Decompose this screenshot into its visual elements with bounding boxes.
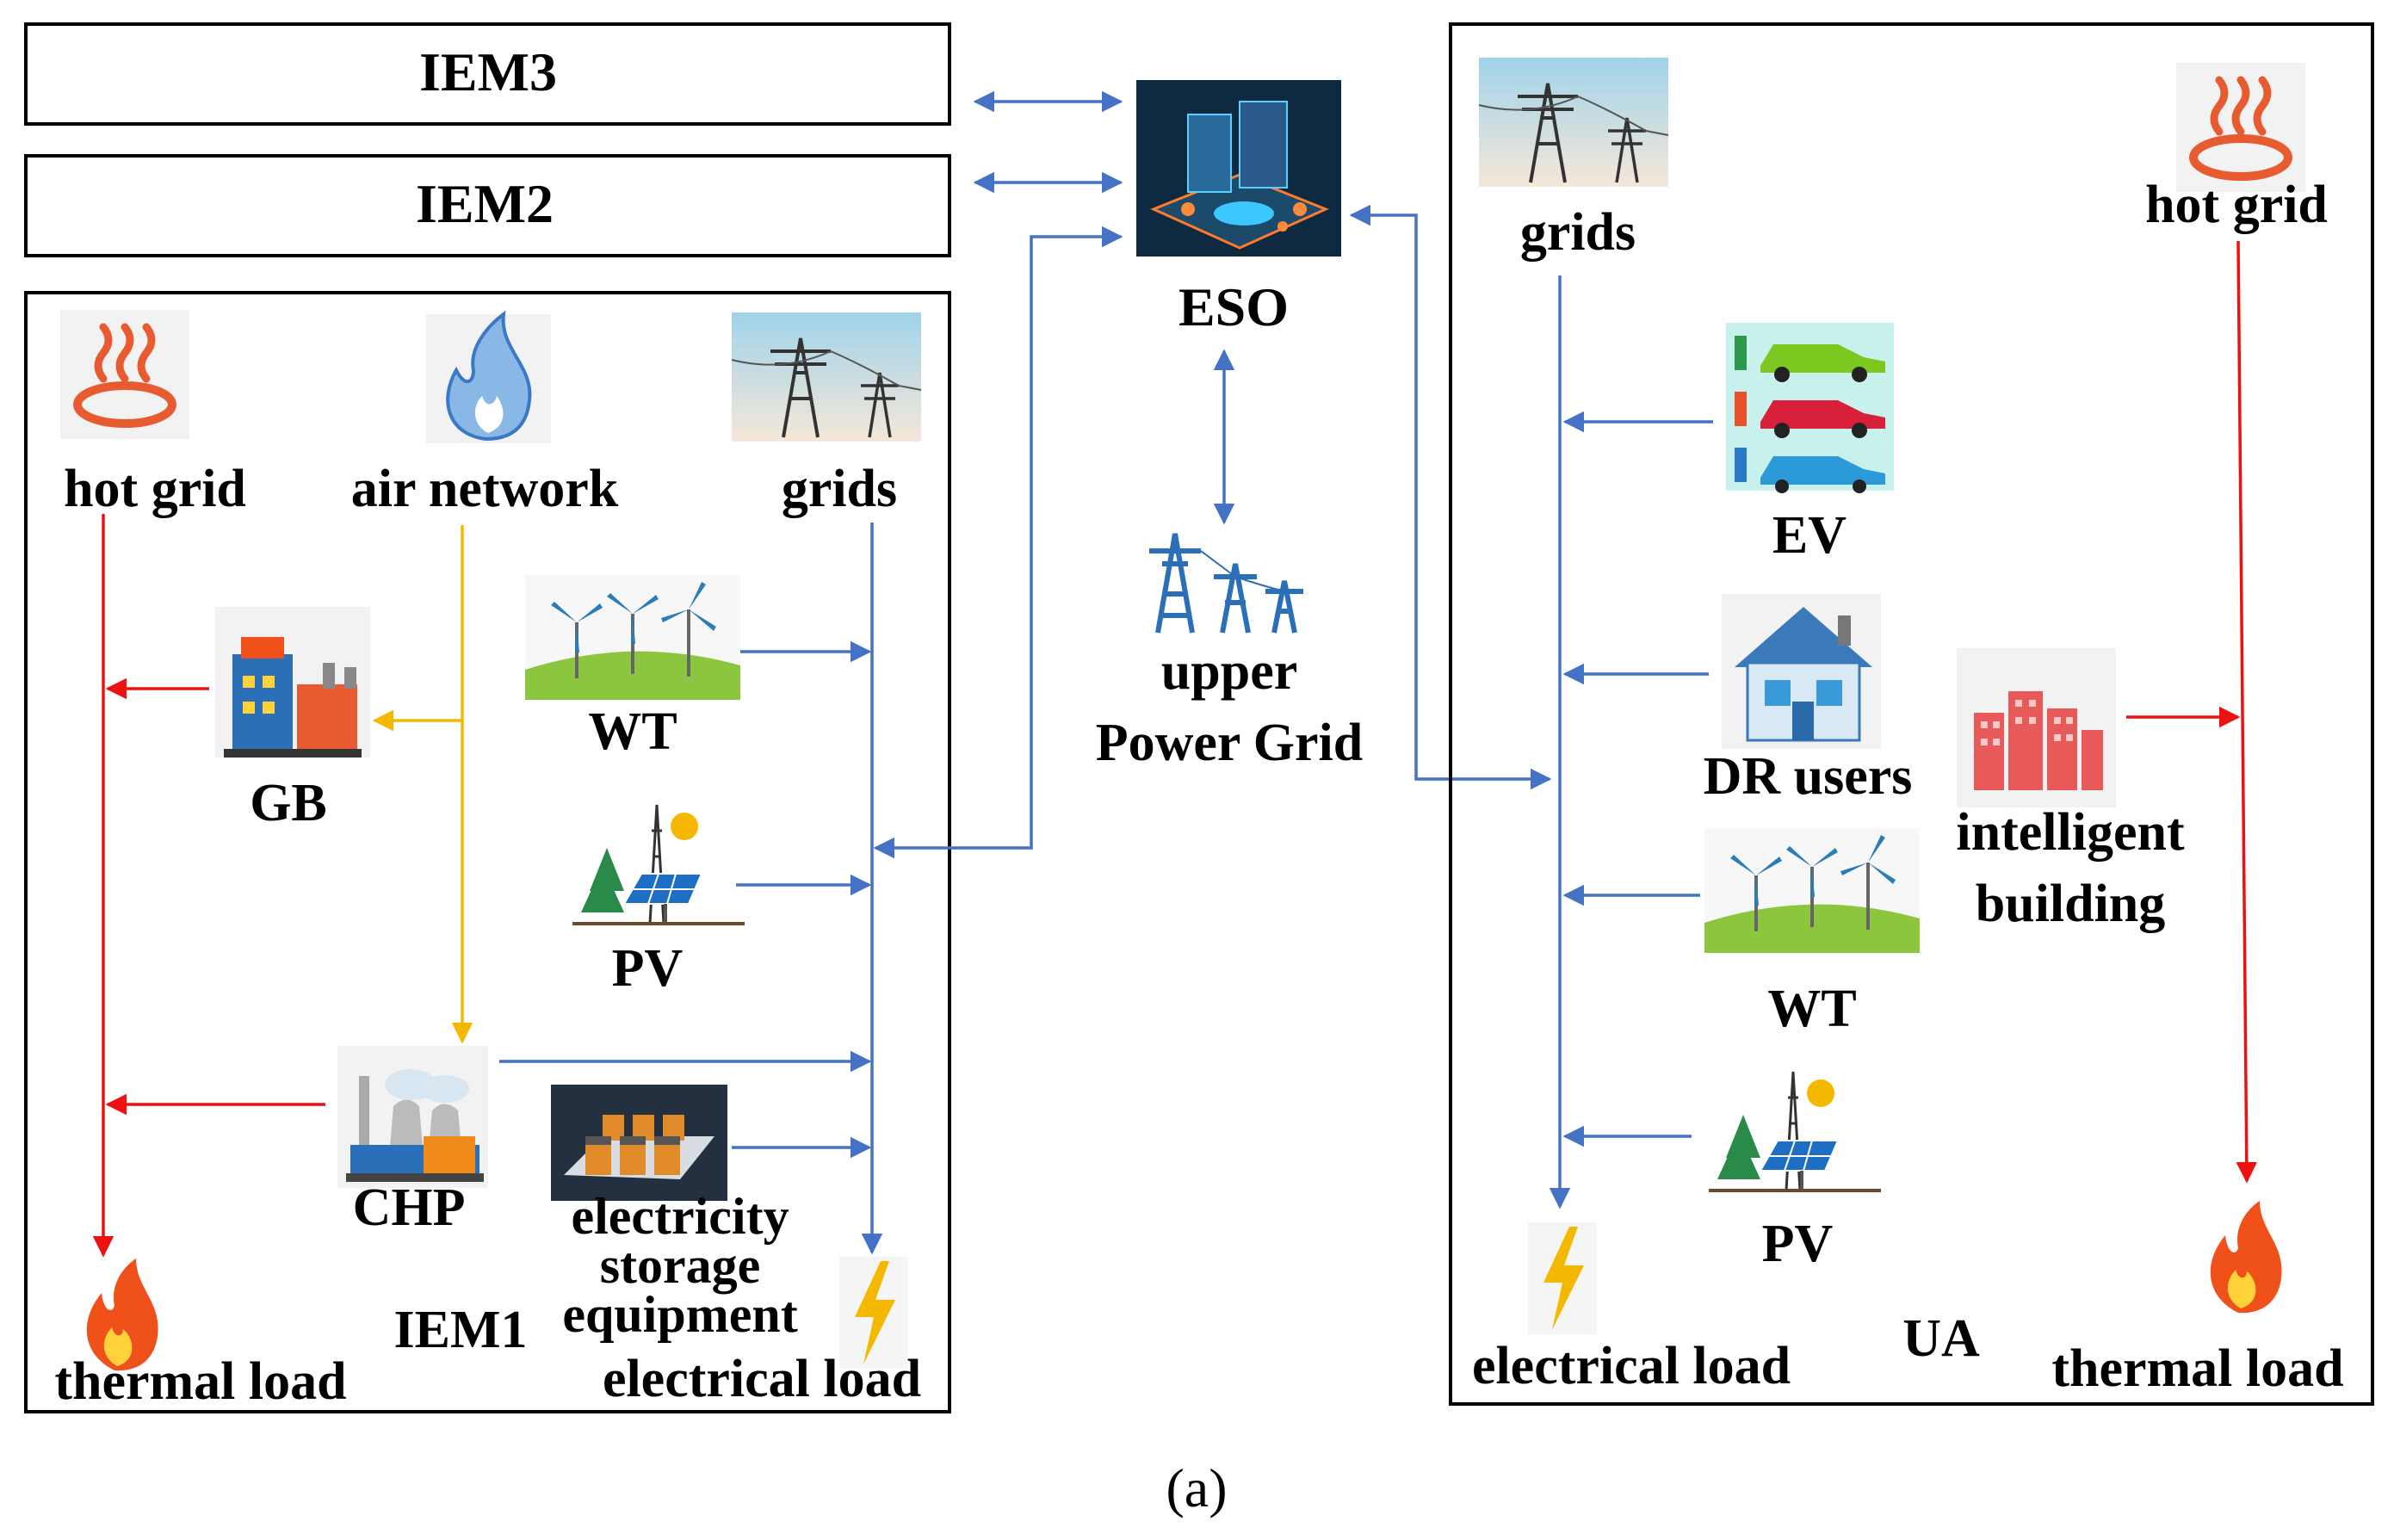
ua-hot-grid-label: hot grid <box>2145 176 2328 234</box>
ua-wt-label: WT <box>1767 980 1856 1038</box>
eso-label: ESO <box>1178 276 1289 337</box>
ua-heat-trunk <box>2236 240 2258 1184</box>
ua-pv-icon <box>1707 1061 1883 1194</box>
ev-icon <box>1726 323 1894 493</box>
grids-icon <box>730 311 923 443</box>
ua-grids-icon <box>1477 56 1670 189</box>
iem1-air-network-label: air network <box>351 460 619 518</box>
upper-grid-label-line2: Power Grid <box>1096 714 1364 772</box>
storage-label-line3: equipment <box>562 1286 797 1343</box>
upper-power-grid-icon <box>1149 533 1303 634</box>
figure-caption: (a) <box>1166 1457 1227 1518</box>
intelligent-building-icon <box>1957 648 2116 807</box>
iem1-pv-label: PV <box>612 939 684 998</box>
gb-label: GB <box>250 774 327 832</box>
iem1-wt-icon <box>523 573 742 702</box>
ua-thermal-load-label: thermal load <box>2051 1339 2343 1398</box>
iem1-label: IEM1 <box>394 1301 528 1359</box>
ua-wt-icon <box>1703 826 1921 955</box>
iem3-box <box>24 22 951 126</box>
ua-box <box>1449 22 2374 1406</box>
eso-iem1-arrow <box>873 226 1123 859</box>
iem2-label: IEM2 <box>416 173 554 234</box>
dr-users-icon <box>1722 594 1881 749</box>
iem3-label: IEM3 <box>419 41 557 102</box>
intelligent-building-label-line2: building <box>1976 875 2166 933</box>
intelligent-building-label-line1: intelligent <box>1956 803 2185 862</box>
iem1-thermal-load-label: thermal load <box>54 1352 346 1411</box>
ua-grids-label: grids <box>1520 203 1636 262</box>
iem1-electrical-load-label: electrical load <box>603 1350 921 1408</box>
storage-icon <box>551 1085 727 1201</box>
ua-electrical-load-icon <box>1528 1222 1597 1334</box>
upper-grid-label-line1: upper <box>1161 642 1297 701</box>
iem1-grids-label: grids <box>782 460 897 518</box>
storage-label-line2: storage <box>600 1237 761 1294</box>
hot-grid-icon <box>60 310 189 439</box>
iem1-pv-icon <box>571 795 746 927</box>
chp-label: CHP <box>353 1178 466 1237</box>
eso-ua-arrow <box>1349 204 1552 790</box>
eso-icon <box>1136 80 1341 257</box>
storage-label-line1: electricity <box>571 1188 789 1245</box>
ua-pv-label: PV <box>1762 1215 1834 1273</box>
ua-thermal-load-icon <box>2210 1201 2282 1314</box>
air-network-icon <box>426 310 551 443</box>
iem2-box <box>24 154 951 257</box>
dr-users-label: DR users <box>1704 747 1913 806</box>
iem1-hot-grid-label: hot grid <box>64 460 246 518</box>
ua-electrical-load-label: electrical load <box>1472 1337 1791 1395</box>
ev-label: EV <box>1772 506 1847 565</box>
gb-icon <box>215 607 370 758</box>
ua-hot-grid-icon <box>2176 63 2305 192</box>
chp-icon <box>337 1046 488 1188</box>
iem1-wt-label: WT <box>588 702 677 761</box>
ua-label: UA <box>1902 1309 1980 1368</box>
